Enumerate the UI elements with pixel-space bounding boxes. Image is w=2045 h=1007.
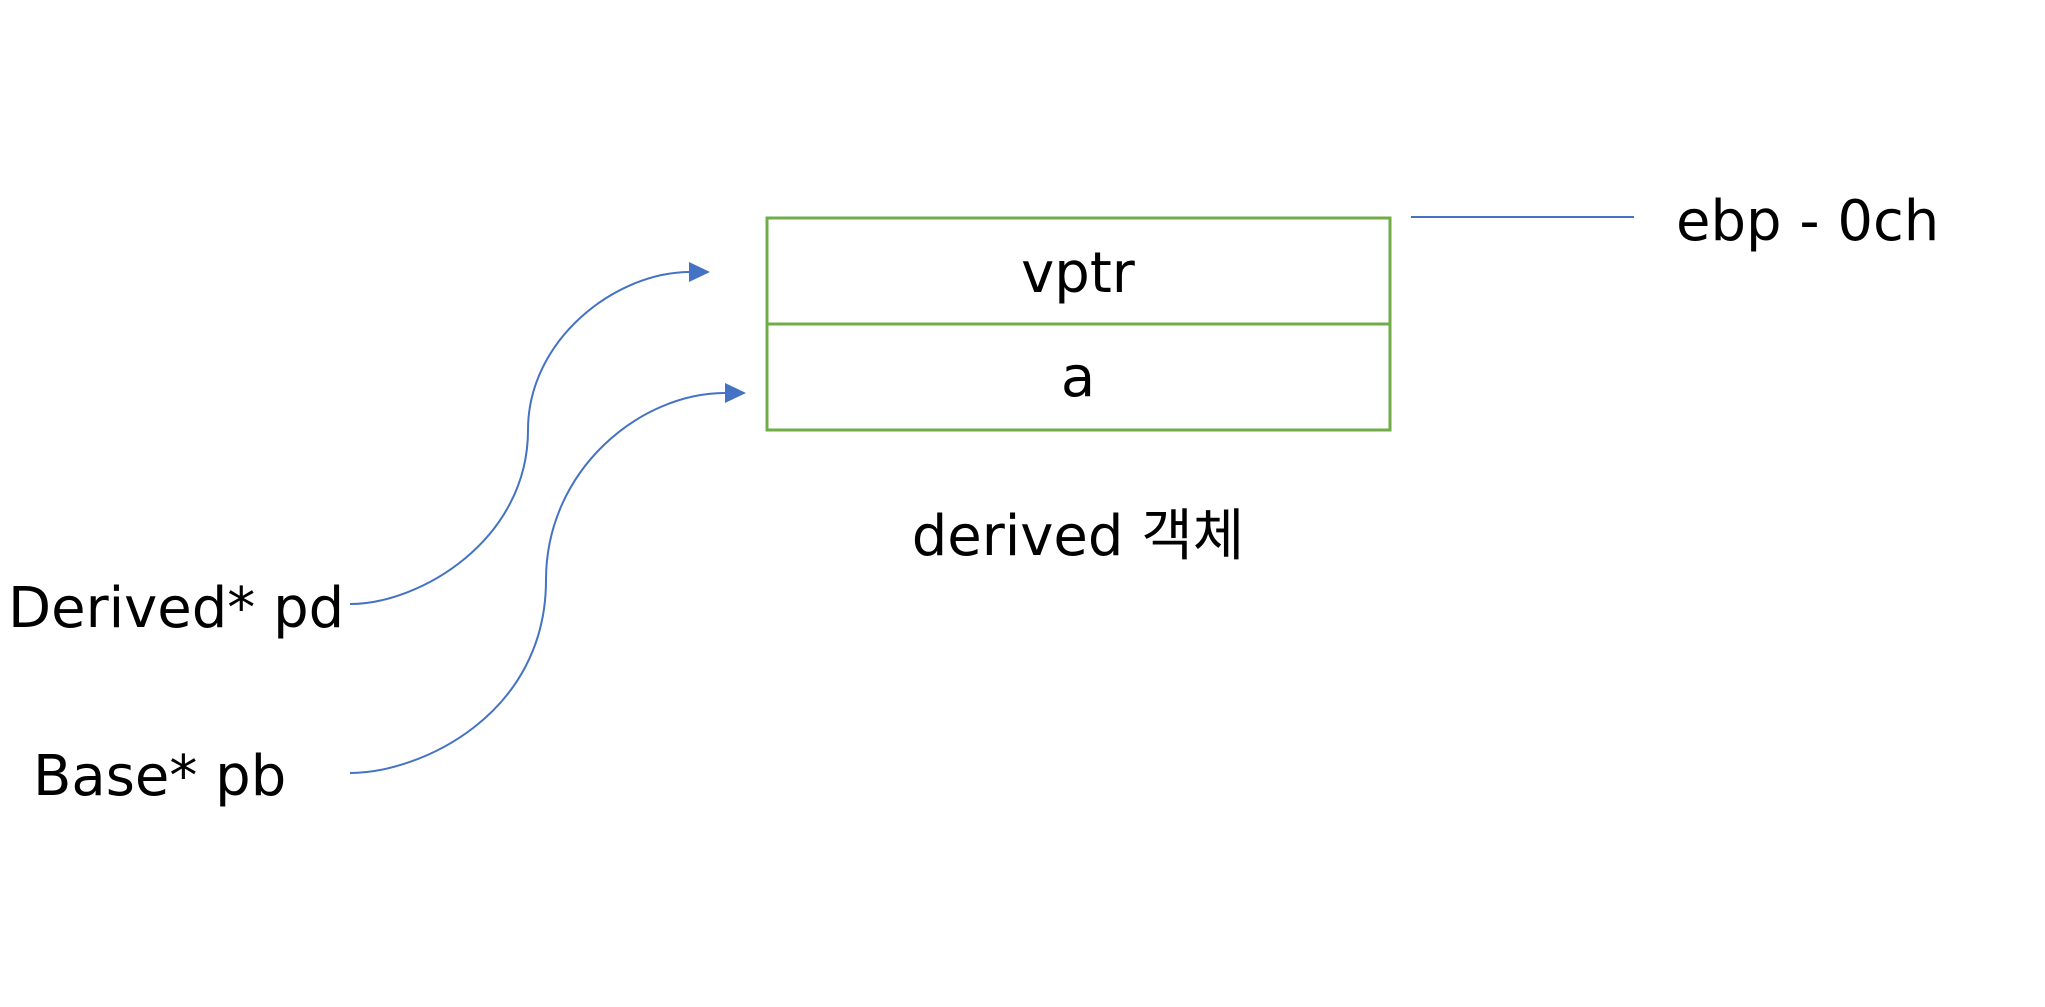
pointer-pb: Base* pb [33, 383, 746, 809]
address-marker: ebp - 0ch [1411, 189, 1939, 254]
object-caption: derived 객체 [912, 504, 1245, 569]
pb-arrowhead [725, 383, 746, 403]
pd-arrowhead [689, 262, 710, 282]
a-cell-label: a [1061, 345, 1095, 410]
pb-label: Base* pb [33, 744, 286, 809]
pd-connector [349, 271, 691, 605]
address-label: ebp - 0ch [1676, 189, 1939, 254]
derived-object: vptr a derived 객체 [765, 216, 1392, 569]
pointer-pd: Derived* pd [8, 262, 710, 641]
vptr-cell-label: vptr [1021, 241, 1136, 306]
a-cell [765, 322, 1392, 432]
vptr-cell [765, 216, 1392, 326]
pd-label: Derived* pd [8, 576, 344, 641]
pb-connector [349, 392, 726, 774]
